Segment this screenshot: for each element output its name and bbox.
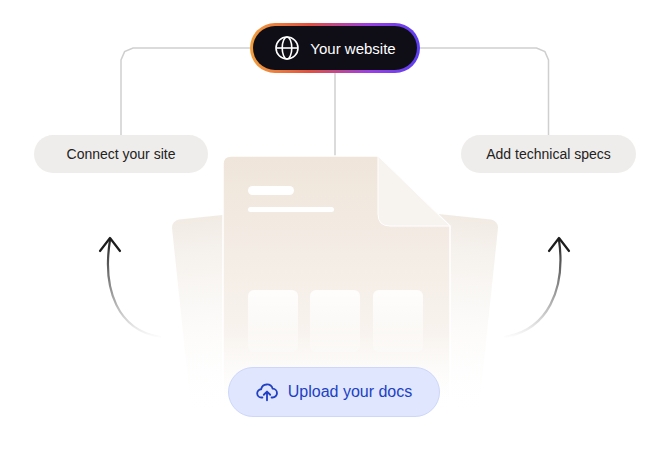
curved-arrow xyxy=(108,240,160,337)
pill-label: Upload your docs xyxy=(288,383,413,401)
website-pill: Your website xyxy=(250,23,420,73)
upload-icon xyxy=(256,381,278,403)
folded-corner xyxy=(378,156,450,226)
connector-line xyxy=(121,48,250,135)
doc-line xyxy=(248,186,294,195)
globe-icon xyxy=(274,35,300,61)
step-pill: Add technical specs xyxy=(461,135,636,173)
arrow-head xyxy=(549,238,569,251)
stem-line xyxy=(334,72,336,156)
connector-line xyxy=(420,48,549,135)
arrow-head xyxy=(100,238,120,251)
pill-label: Connect your site xyxy=(67,146,176,162)
pill-label: Your website xyxy=(310,40,395,57)
doc-tile xyxy=(248,290,298,352)
doc-tile xyxy=(310,290,360,352)
doc-tile xyxy=(373,290,423,352)
doc-line xyxy=(248,207,334,212)
curved-arrow xyxy=(505,240,560,337)
step-pill: Connect your site xyxy=(34,135,208,173)
upload-pill: Upload your docs xyxy=(228,367,440,417)
pill-label: Add technical specs xyxy=(486,146,611,162)
